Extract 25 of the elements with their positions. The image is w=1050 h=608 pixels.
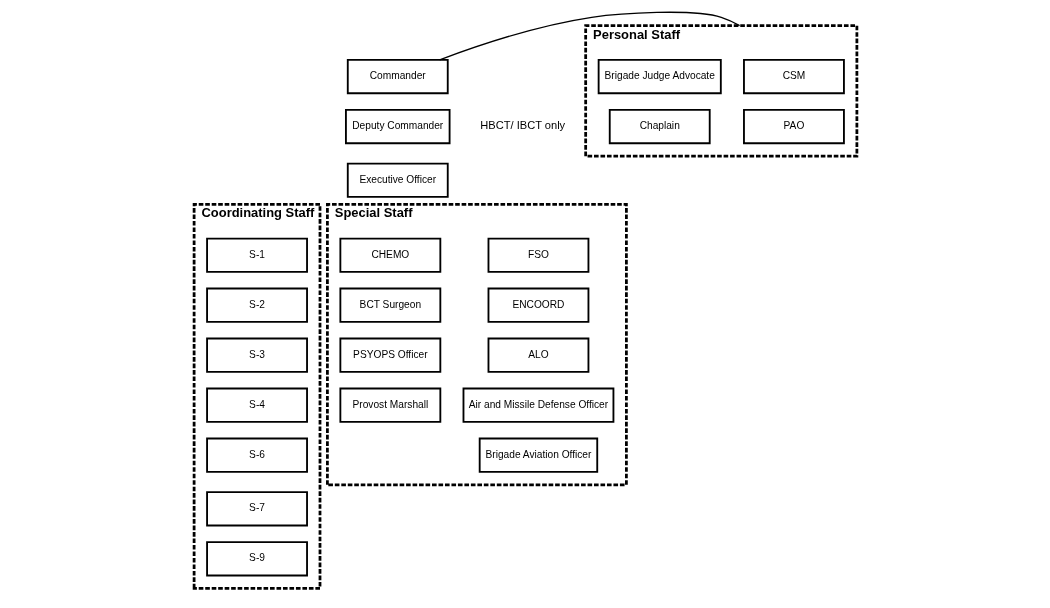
node-box: Chaplain (608, 108, 711, 145)
node-box: S-1 (205, 237, 308, 273)
node-box: S-3 (205, 337, 308, 373)
node-box: S-6 (205, 437, 308, 473)
node-label: HBCT/ IBCT only (479, 119, 565, 132)
node-box: S-2 (205, 287, 308, 323)
node-box: CSM (742, 58, 845, 95)
node-box: ALO (487, 337, 589, 373)
node-box: S-4 (205, 387, 308, 423)
node-box: Air and Missile Defense Officer (462, 387, 614, 423)
connector (438, 11, 740, 61)
node-box: FSO (487, 237, 589, 273)
node-box: PAO (742, 108, 845, 145)
node-box: S-7 (205, 491, 308, 527)
node-box: PSYOPS Officer (338, 337, 441, 373)
node-box: BCT Surgeon (338, 287, 441, 323)
node-box: Commander (346, 58, 449, 95)
node-box: Brigade Aviation Officer (478, 437, 598, 473)
node-box: Brigade Judge Advocate (597, 58, 722, 95)
node-box: S-9 (205, 541, 308, 577)
node-box: ENCOORD (487, 287, 589, 323)
node-box: Executive Officer (346, 162, 449, 198)
node-box: CHEMO (338, 237, 441, 273)
node-box: Provost Marshall (338, 387, 441, 423)
node-box: Deputy Commander (344, 108, 450, 145)
